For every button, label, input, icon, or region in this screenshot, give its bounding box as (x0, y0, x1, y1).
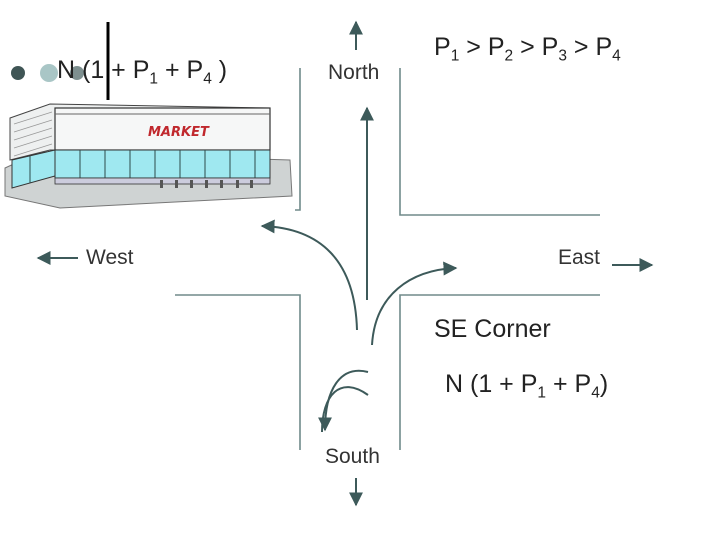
ineq-p3: P (541, 33, 559, 61)
right-turn-east-arrow (371, 261, 458, 346)
bullet-dot-light (40, 64, 58, 82)
west-label: West (86, 246, 134, 269)
ineq-s4: 4 (612, 47, 621, 65)
formula-bottom-suffix: ) (599, 370, 609, 398)
formula-bottom: N (1 + P1 + P4) (445, 370, 608, 402)
bullet-dot-dark (11, 66, 25, 80)
formula-top: N (1 + P1 + P4 ) (57, 56, 227, 88)
ineq-gt2: > (513, 33, 542, 61)
east-label: East (558, 246, 601, 269)
north-label: North (328, 61, 380, 84)
market-building-icon: MARKET (4, 103, 293, 209)
ineq-s2: 2 (504, 47, 514, 65)
left-turn-west-arrow (260, 219, 358, 331)
formula-top-prefix: N (1 + P (57, 56, 150, 84)
market-sign-text: MARKET (148, 125, 210, 140)
formula-bottom-sub1: 1 (537, 384, 547, 402)
formula-bottom-prefix: N (1 + P (445, 370, 538, 398)
se-corner-label: SE Corner (434, 315, 551, 343)
ineq-gt1: > (459, 33, 488, 61)
formula-top-sub2: 4 (203, 70, 212, 88)
probability-inequality: P1 > P2 > P3 > P4 (434, 33, 621, 65)
formula-bottom-mid: + P (546, 370, 592, 398)
formula-top-suffix: ) (211, 56, 228, 84)
ineq-p1: P (434, 33, 451, 61)
u-turn-arrow (318, 369, 369, 432)
ineq-p4: P (595, 33, 613, 61)
ineq-s1: 1 (450, 47, 460, 65)
road-outlines (175, 68, 600, 450)
formula-bottom-sub2: 4 (591, 384, 600, 402)
ineq-gt3: > (566, 33, 596, 61)
ineq-p2: P (487, 33, 505, 61)
formula-top-sub1: 1 (149, 70, 159, 88)
ineq-s3: 3 (558, 47, 567, 65)
bullet-dot-dark-2 (70, 66, 84, 80)
u-turn-inner-curve (321, 386, 369, 433)
south-label: South (325, 445, 380, 468)
formula-top-mid: + P (158, 56, 204, 84)
